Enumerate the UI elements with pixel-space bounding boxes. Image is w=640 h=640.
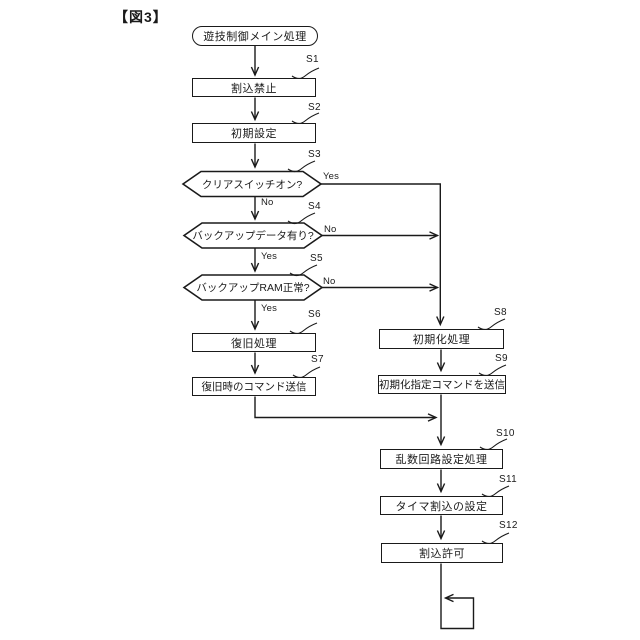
- leader-squiggle-s4: [287, 212, 316, 225]
- process-s1: 割込禁止: [192, 78, 316, 97]
- branch-label-s4-no: No: [324, 224, 337, 235]
- start-terminator-label: 遊技制御メイン処理: [203, 31, 307, 43]
- process-s10-label: 乱数回路設定処理: [395, 454, 488, 466]
- leader-squiggle-s11: [481, 485, 510, 498]
- leader-squiggle-s7: [292, 366, 321, 379]
- step-ref-s1: S1: [306, 54, 319, 65]
- process-s7: 復旧時のコマンド送信: [192, 377, 316, 396]
- leader-squiggle-s5: [289, 264, 318, 277]
- process-s11: タイマ割込の設定: [380, 496, 503, 515]
- figure-number-label: 【図3】: [114, 9, 168, 25]
- decision-s4-label: バックアップデータ有り?: [192, 230, 314, 242]
- process-s11-label: タイマ割込の設定: [395, 500, 488, 513]
- branch-label-s5-no: No: [323, 276, 336, 287]
- leader-squiggle-s6: [289, 322, 318, 335]
- decision-s5: バックアップRAM正常?: [184, 275, 322, 300]
- leader-squiggle-s1: [291, 67, 320, 80]
- branch-label-s3-yes: Yes: [323, 171, 340, 182]
- process-s8: 初期化処理: [379, 329, 504, 349]
- process-s6-label: 復旧処理: [231, 337, 277, 350]
- branch-label-s5-yes: Yes: [261, 303, 278, 314]
- decision-s3: クリアスイッチオン?: [183, 171, 321, 197]
- process-s10: 乱数回路設定処理: [380, 449, 503, 469]
- leader-squiggle-s10: [479, 438, 508, 451]
- process-s12: 割込許可: [381, 543, 503, 563]
- decision-s5-label: バックアップRAM正常?: [196, 282, 310, 294]
- step-ref-s4: S4: [308, 201, 321, 212]
- decision-shape-s5: [182, 274, 324, 301]
- process-s9-label: 初期化指定コマンドを送信: [379, 379, 505, 391]
- leader-squiggle-s8: [477, 318, 506, 331]
- process-s2-label: 初期設定: [231, 128, 277, 140]
- process-s1-label: 割込禁止: [231, 82, 277, 95]
- process-s2: 初期設定: [192, 123, 316, 143]
- decision-s4: バックアップデータ有り?: [184, 223, 322, 248]
- start-terminator: 遊技制御メイン処理: [192, 26, 318, 46]
- leader-squiggle-s2: [291, 112, 320, 125]
- step-ref-s6: S6: [308, 309, 321, 320]
- step-ref-s3: S3: [308, 149, 321, 160]
- branch-label-s3-no: No: [261, 197, 274, 208]
- decision-shape-s3: [181, 170, 323, 198]
- branch-label-s4-yes: Yes: [261, 251, 278, 262]
- step-ref-s10: S10: [496, 428, 515, 439]
- edge-main-loop: [440, 563, 475, 630]
- edge-s7-merge: [254, 396, 438, 422]
- process-s9: 初期化指定コマンドを送信: [378, 375, 506, 394]
- process-s6: 復旧処理: [192, 333, 316, 352]
- step-ref-s7: S7: [311, 354, 324, 365]
- leader-squiggle-s3: [287, 160, 316, 173]
- decision-s3-label: クリアスイッチオン?: [201, 178, 303, 191]
- step-ref-s11: S11: [499, 474, 517, 485]
- process-s7-label: 復旧時のコマンド送信: [201, 381, 307, 393]
- leader-squiggle-s12: [481, 532, 510, 545]
- step-ref-s5: S5: [310, 253, 323, 264]
- process-s12-label: 割込許可: [419, 548, 465, 560]
- decision-shape-s4: [182, 222, 324, 249]
- process-s8-label: 初期化処理: [412, 334, 471, 346]
- leader-squiggle-s9: [478, 364, 507, 377]
- step-ref-s12: S12: [499, 520, 518, 531]
- edge-s3-yes-s8: [321, 183, 445, 327]
- step-ref-s2: S2: [308, 102, 321, 113]
- step-ref-s8: S8: [494, 307, 507, 318]
- step-ref-s9: S9: [495, 353, 508, 364]
